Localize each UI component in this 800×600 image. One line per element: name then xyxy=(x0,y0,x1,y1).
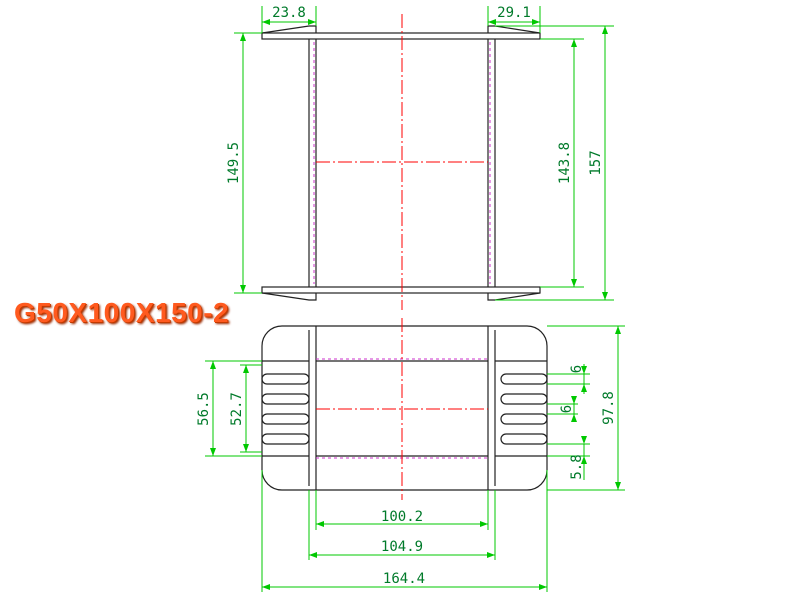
dim-flange-left-top: 23.8 xyxy=(272,5,306,21)
dim-core-width-outer: 104.9 xyxy=(381,539,423,555)
dim-depth-total: 97.8 xyxy=(601,391,617,425)
dim-window-inner: 52.7 xyxy=(229,392,245,426)
top-left-lip xyxy=(261,25,317,34)
bottom-flange xyxy=(261,286,541,294)
left-slots xyxy=(261,373,310,445)
dim-height-inner-right: 143.8 xyxy=(557,142,573,184)
plan-view xyxy=(261,325,548,491)
plan-outer-outline xyxy=(261,325,548,491)
front-view-centerlines xyxy=(316,14,488,310)
top-flange xyxy=(261,32,541,40)
front-view-arrowheads xyxy=(240,19,608,300)
dim-width-total: 164.4 xyxy=(383,571,425,587)
right-slots xyxy=(500,373,548,445)
dim-height-total: 157 xyxy=(588,150,604,175)
bottom-right-lip xyxy=(487,292,541,301)
dim-slot-gap: 6 xyxy=(559,405,575,413)
top-right-lip xyxy=(487,25,541,34)
plan-view-dimensions xyxy=(205,325,625,592)
plan-view-centerlines xyxy=(316,318,488,500)
dim-height-outer-left: 149.5 xyxy=(226,142,242,184)
bottom-left-lip xyxy=(261,292,317,301)
plan-view-arrowheads xyxy=(210,326,621,590)
front-view-hidden-lines xyxy=(313,42,491,284)
front-view-dimensions xyxy=(234,6,614,301)
dim-core-width-inner: 100.2 xyxy=(381,509,423,525)
dim-slot-width: 6 xyxy=(569,365,585,373)
dim-flange-right-top: 29.1 xyxy=(497,5,531,21)
front-view xyxy=(261,25,541,301)
dim-slot-bottom: 5.8 xyxy=(569,454,585,479)
dim-window-outer: 56.5 xyxy=(196,392,212,426)
part-number-title: G50X100X150-2 xyxy=(14,297,230,328)
